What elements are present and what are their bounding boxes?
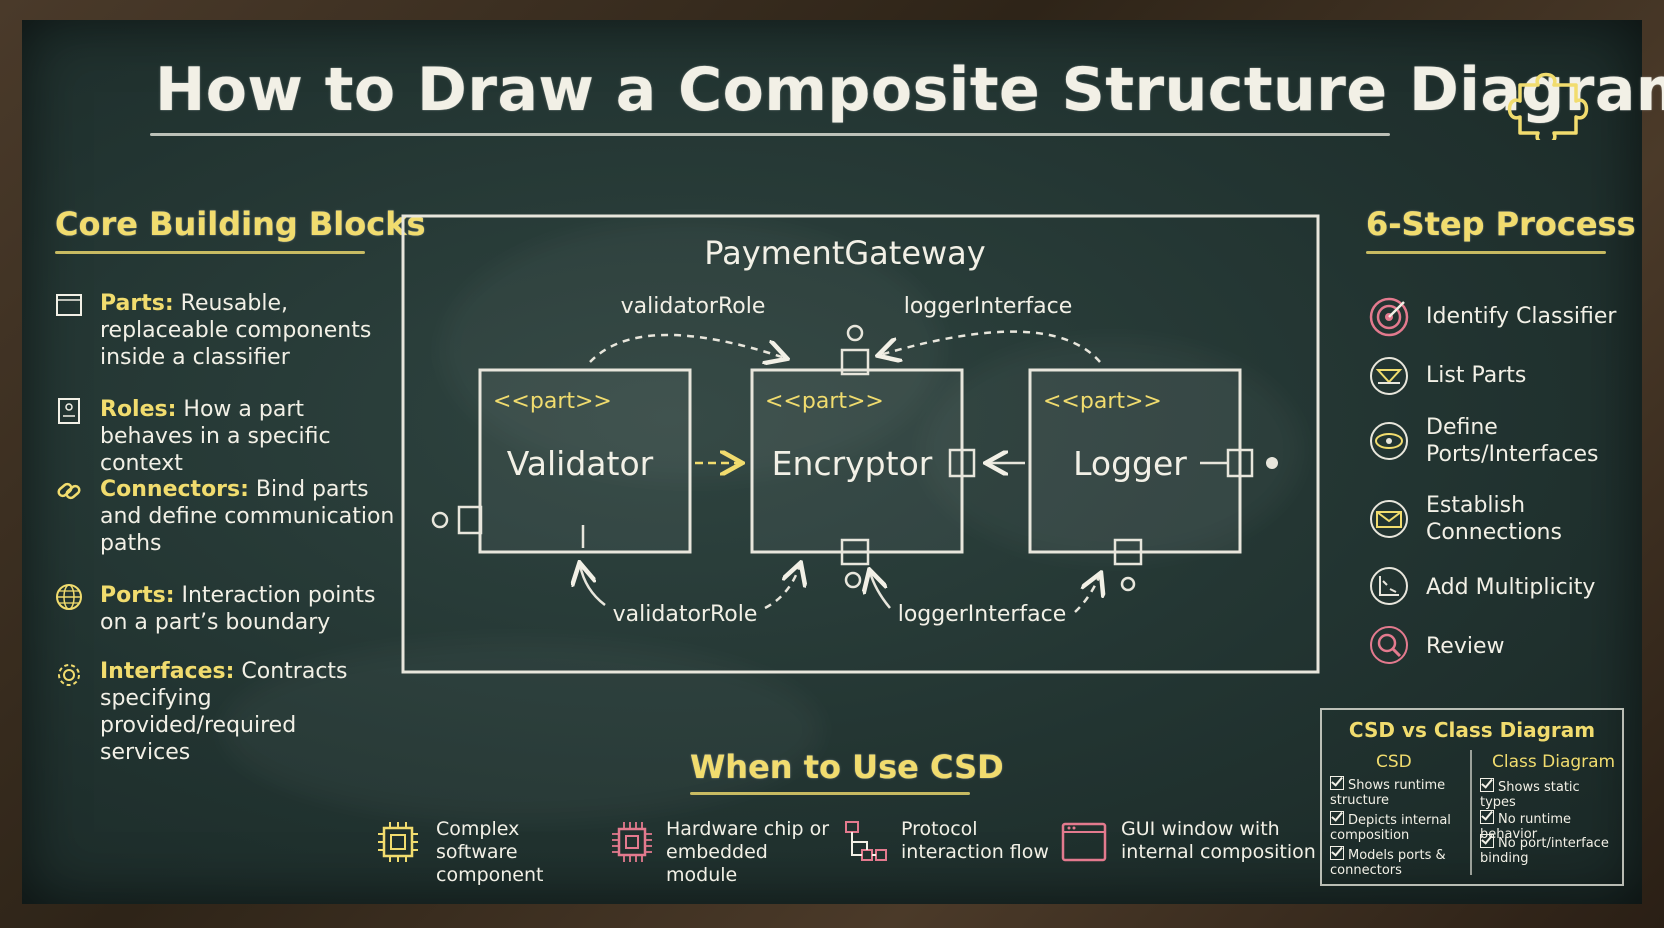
use-hardware-chip: Hardware chip or embedded module [666, 818, 830, 886]
encryptor-stereotype: <<part>> [765, 389, 884, 414]
building-block-roles: Roles: How a part behaves in a specific … [100, 396, 400, 477]
roles-desc: How a part behaves in a specific context [100, 397, 331, 476]
step-define-ports: Define Ports/Interfaces [1426, 415, 1599, 467]
step-list-parts: List Parts [1426, 363, 1527, 388]
classifier-name: PaymentGateway [704, 234, 985, 272]
part-validator [478, 368, 692, 554]
heading-underline [1366, 251, 1606, 254]
use-gui-window: GUI window with internal composition [1121, 818, 1316, 863]
chalkboard [22, 20, 1642, 904]
step-establish-connections: Establish Connections [1426, 493, 1562, 545]
class-item: Shows static types [1480, 778, 1580, 810]
logger-lollipop [1266, 457, 1278, 469]
encryptor-bottom-port [840, 538, 870, 566]
role-card-icon [58, 398, 80, 424]
top-right-connector [880, 330, 1101, 362]
validator-lollipop [431, 511, 449, 529]
window-icon [1061, 822, 1107, 862]
encryptor-top-port [840, 348, 870, 376]
label-top-left: validatorRole [621, 294, 766, 319]
encryptor-top-lollipop [846, 324, 864, 342]
validator-stereotype: <<part>> [493, 389, 612, 414]
comparison-box: CSD vs Class Diagram CSD Class Diagram S… [1320, 708, 1624, 886]
six-step-heading: 6-Step Process [1366, 205, 1636, 243]
flow-icon [845, 821, 887, 861]
bottom-right-arrow [870, 572, 891, 609]
encryptor-bottom-lollipop [844, 571, 862, 589]
label-bottom-left: validatorRole [613, 602, 758, 627]
csd-item: Shows runtime structure [1330, 776, 1446, 808]
building-block-parts: Parts: Reusable, replaceable components … [100, 290, 400, 371]
comparison-heading: CSD vs Class Diagram [1348, 718, 1596, 742]
top-left-connector [589, 333, 785, 362]
interfaces-desc: Contracts specifying provided/required s… [100, 659, 348, 765]
core-building-blocks-heading: Core Building Blocks [55, 205, 426, 243]
when-to-use-heading: When to Use CSD [690, 748, 1004, 786]
comparison-divider [1470, 750, 1472, 875]
encryptor-name: Encryptor [772, 444, 933, 483]
label-top-right: loggerInterface [904, 294, 1073, 319]
chip-icon [612, 822, 652, 862]
gear-icon [58, 664, 80, 686]
list-icon [1370, 357, 1408, 395]
step-add-multiplicity: Add Multiplicity [1426, 575, 1596, 600]
building-block-connectors: Connectors: Bind parts and define commun… [100, 476, 400, 557]
ports-desc: Interaction points on a part’s boundary [100, 583, 376, 635]
window-box-icon [56, 294, 82, 316]
class-item: No port/interface binding [1480, 834, 1609, 866]
interfaces-term: Interfaces: [100, 659, 235, 684]
page-title: How to Draw a Composite Structure Diagra… [155, 55, 1664, 125]
globe-icon [56, 584, 82, 610]
part-encryptor [750, 368, 964, 554]
use-protocol-flow: Protocol interaction flow [901, 818, 1049, 863]
class-column-title: Class Diagram [1492, 752, 1616, 772]
encryptor-right-port [948, 448, 976, 478]
bottom-center-arrow [764, 565, 800, 610]
step-review: Review [1426, 634, 1505, 659]
use-complex-software: Complex software component [436, 818, 544, 886]
roles-term: Roles: [100, 397, 177, 422]
validator-port [457, 505, 483, 535]
connectors-desc: Bind parts and define communication path… [100, 477, 395, 556]
bottom-left-arrow [580, 565, 606, 606]
heading-underline [690, 792, 970, 795]
part-logger [1028, 368, 1242, 554]
connections-icon [1370, 500, 1408, 538]
link-icon [57, 482, 81, 500]
label-bottom-right: loggerInterface [898, 602, 1067, 627]
validator-name: Validator [507, 444, 654, 483]
parts-term: Parts: [100, 291, 174, 316]
step-identify-classifier: Identify Classifier [1426, 304, 1617, 329]
building-block-interfaces: Interfaces: Contracts specifying provide… [100, 658, 350, 766]
heading-underline [55, 251, 365, 254]
csd-column-title: CSD [1376, 752, 1412, 772]
logger-name: Logger [1073, 444, 1187, 483]
multiplicity-icon [1370, 567, 1408, 605]
classifier-boundary [401, 214, 1320, 674]
bottom-logger-arrow [1074, 575, 1100, 613]
logger-bottom-port [1113, 538, 1143, 566]
connectors-term: Connectors: [100, 477, 249, 502]
ports-term: Ports: [100, 583, 175, 608]
class-item: No runtime behavior [1480, 810, 1572, 842]
logger-bottom-lollipop [1120, 576, 1136, 592]
csd-item: Depicts internal composition [1330, 811, 1451, 843]
building-block-ports: Ports: Interaction points on a part’s bo… [100, 582, 400, 636]
puzzle-cube-icon [378, 822, 418, 862]
csd-item: Models ports & connectors [1330, 846, 1446, 878]
magnifier-icon [1370, 626, 1408, 664]
puzzle-piece-icon [1507, 72, 1589, 140]
ports-icon [1370, 422, 1408, 460]
logger-stereotype: <<part>> [1043, 389, 1162, 414]
title-underline [150, 133, 1390, 136]
target-icon [1369, 297, 1409, 337]
parts-desc: Reusable, replaceable components inside … [100, 291, 372, 370]
